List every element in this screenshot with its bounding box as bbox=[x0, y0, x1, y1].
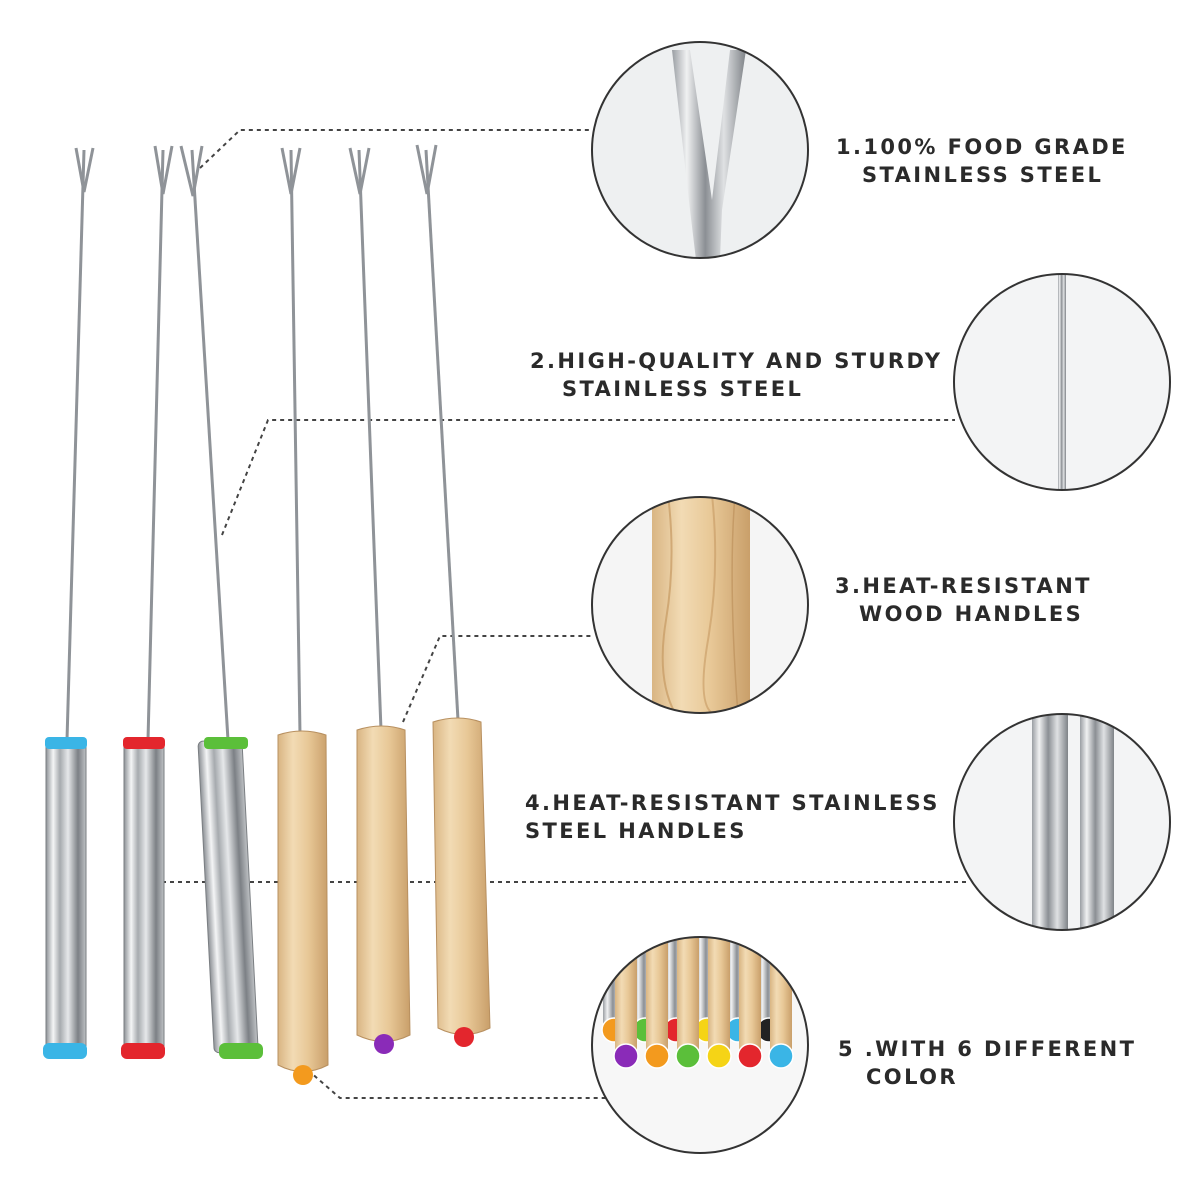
fork-2-bottom-cap bbox=[121, 1043, 165, 1059]
fork-1 bbox=[43, 147, 95, 1059]
swatch-handle bbox=[739, 937, 761, 1056]
feature-label-4-line2: STEEL HANDLES bbox=[525, 819, 747, 843]
swatch-handle bbox=[708, 937, 730, 1056]
feature-label-5: 5 .WITH 6 DIFFERENT COLOR bbox=[838, 1035, 1136, 1091]
swatch-handle bbox=[770, 937, 792, 1056]
fork-6 bbox=[415, 144, 491, 1047]
fork-6-end-cap bbox=[454, 1027, 474, 1047]
feature-label-3: 3.HEAT-RESISTANT WOOD HANDLES bbox=[835, 572, 1092, 628]
feature-label-2-line2: STAINLESS STEEL bbox=[562, 377, 804, 401]
feature-label-4: 4.HEAT-RESISTANT STAINLESS STEEL HANDLES bbox=[525, 789, 940, 845]
detail-circle-steel-rod bbox=[953, 273, 1171, 491]
fork-1-top-cap bbox=[45, 737, 87, 749]
connector-line-1 bbox=[199, 129, 592, 169]
fork-3-top-cap bbox=[204, 737, 248, 749]
swatch-color-cap bbox=[737, 1043, 763, 1069]
detail-circle-steel-handle bbox=[953, 713, 1171, 931]
swatch-color-cap bbox=[613, 1043, 639, 1069]
connector-line-2 bbox=[221, 419, 955, 536]
feature-label-1-line1: 1.100% FOOD GRADE bbox=[836, 135, 1128, 159]
connector-line-5 bbox=[301, 1064, 620, 1099]
feature-label-2-line1: 2.HIGH-QUALITY AND STURDY bbox=[530, 349, 943, 373]
fork-5 bbox=[348, 147, 411, 1054]
fork-3 bbox=[179, 145, 263, 1059]
swatch-color-cap bbox=[706, 1043, 732, 1069]
connector-line-3 bbox=[402, 635, 593, 723]
detail-circle-colored-caps bbox=[591, 936, 809, 1154]
feature-label-3-line2: WOOD HANDLES bbox=[859, 602, 1084, 626]
fork-set bbox=[43, 144, 491, 1085]
swatch-handle bbox=[677, 937, 699, 1056]
swatch-color-cap bbox=[768, 1043, 794, 1069]
feature-label-2: 2.HIGH-QUALITY AND STURDY STAINLESS STEE… bbox=[530, 347, 942, 403]
feature-label-4-line1: 4.HEAT-RESISTANT STAINLESS bbox=[525, 791, 940, 815]
fork-4 bbox=[277, 147, 329, 1085]
feature-label-5-line2: COLOR bbox=[866, 1065, 958, 1089]
feature-label-3-line1: 3.HEAT-RESISTANT bbox=[835, 574, 1092, 598]
swatch-color-cap bbox=[644, 1043, 670, 1069]
detail-circle-fork-tip bbox=[591, 41, 809, 259]
fork-1-bottom-cap bbox=[43, 1043, 87, 1059]
swatch-handle bbox=[615, 937, 637, 1056]
swatch-color-cap bbox=[675, 1043, 701, 1069]
fork-4-end-cap bbox=[293, 1065, 313, 1085]
fork-2-top-cap bbox=[123, 737, 165, 749]
connector-lines bbox=[162, 129, 968, 1099]
swatch-handle bbox=[646, 937, 668, 1056]
feature-label-1: 1.100% FOOD GRADE STAINLESS STEEL bbox=[836, 133, 1128, 189]
fork-5-end-cap bbox=[374, 1034, 394, 1054]
fork-3-bottom-cap bbox=[219, 1043, 263, 1059]
feature-label-5-line1: 5 .WITH 6 DIFFERENT bbox=[838, 1037, 1137, 1061]
feature-label-1-line2: STAINLESS STEEL bbox=[862, 163, 1104, 187]
detail-circle-wood-handle bbox=[591, 496, 809, 714]
fork-2 bbox=[121, 145, 174, 1059]
